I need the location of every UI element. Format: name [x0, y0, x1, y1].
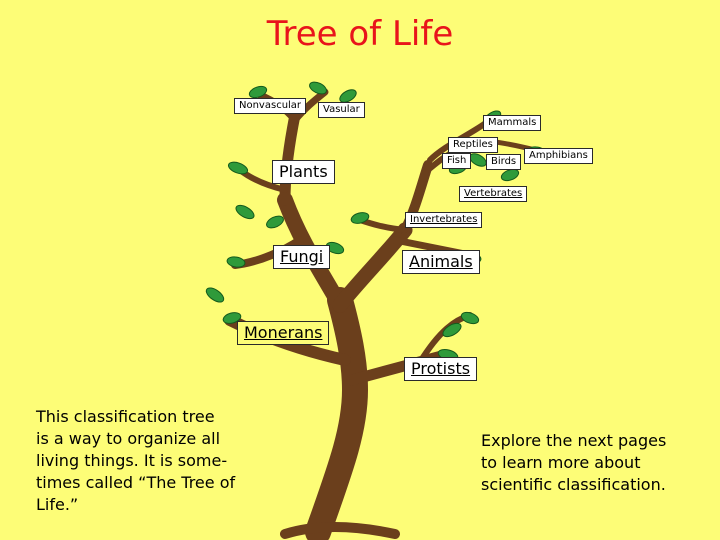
intro-line: living things. It is some-	[36, 451, 228, 470]
explore-text: Explore the next pages to learn more abo…	[481, 430, 666, 496]
branch-plants	[279, 109, 301, 206]
leaf	[226, 256, 246, 268]
intro-line: is a way to organize all	[36, 429, 221, 448]
intro-line: This classification tree	[36, 407, 215, 426]
explore-line: scientific classification.	[481, 475, 666, 494]
label-plants: Plants	[272, 160, 335, 184]
label-amphibians: Amphibians	[524, 148, 593, 164]
label-fungi: Fungi	[273, 245, 331, 269]
label-reptiles: Reptiles	[448, 137, 498, 153]
explore-line: Explore the next pages	[481, 431, 667, 450]
label-fish: Fish	[442, 153, 472, 169]
leaf	[350, 212, 370, 224]
leaf	[500, 168, 520, 182]
label-animals: Animals	[402, 250, 480, 274]
leaf	[248, 85, 268, 99]
leaf	[442, 322, 462, 338]
label-monerans: Monerans	[237, 321, 330, 345]
leaf	[266, 215, 284, 229]
leaf	[460, 311, 480, 325]
intro-line: Life.”	[36, 495, 79, 514]
intro-text: This classification tree is a way to org…	[36, 406, 235, 516]
label-vasular: Vasular	[318, 102, 365, 118]
intro-line: times called “The Tree of	[36, 473, 236, 492]
leaf	[309, 81, 327, 95]
label-invertebrates: Invertebrates	[405, 212, 483, 228]
tree-trunk	[305, 287, 368, 540]
leaf	[227, 161, 249, 175]
branch-invertebrates	[357, 217, 408, 233]
leaf	[222, 312, 242, 324]
page-title: Tree of Life	[266, 14, 454, 54]
label-mammals: Mammals	[483, 115, 542, 131]
leaf	[325, 241, 345, 255]
leaf	[205, 287, 225, 303]
label-vertebrates: Vertebrates	[459, 186, 528, 202]
label-nonvascular: Nonvascular	[234, 98, 307, 114]
leaf	[235, 204, 255, 220]
leaf	[339, 89, 357, 103]
label-protists: Protists	[404, 357, 478, 381]
trunk-flare	[280, 522, 400, 539]
explore-line: to learn more about	[481, 453, 641, 472]
label-birds: Birds	[486, 154, 522, 170]
